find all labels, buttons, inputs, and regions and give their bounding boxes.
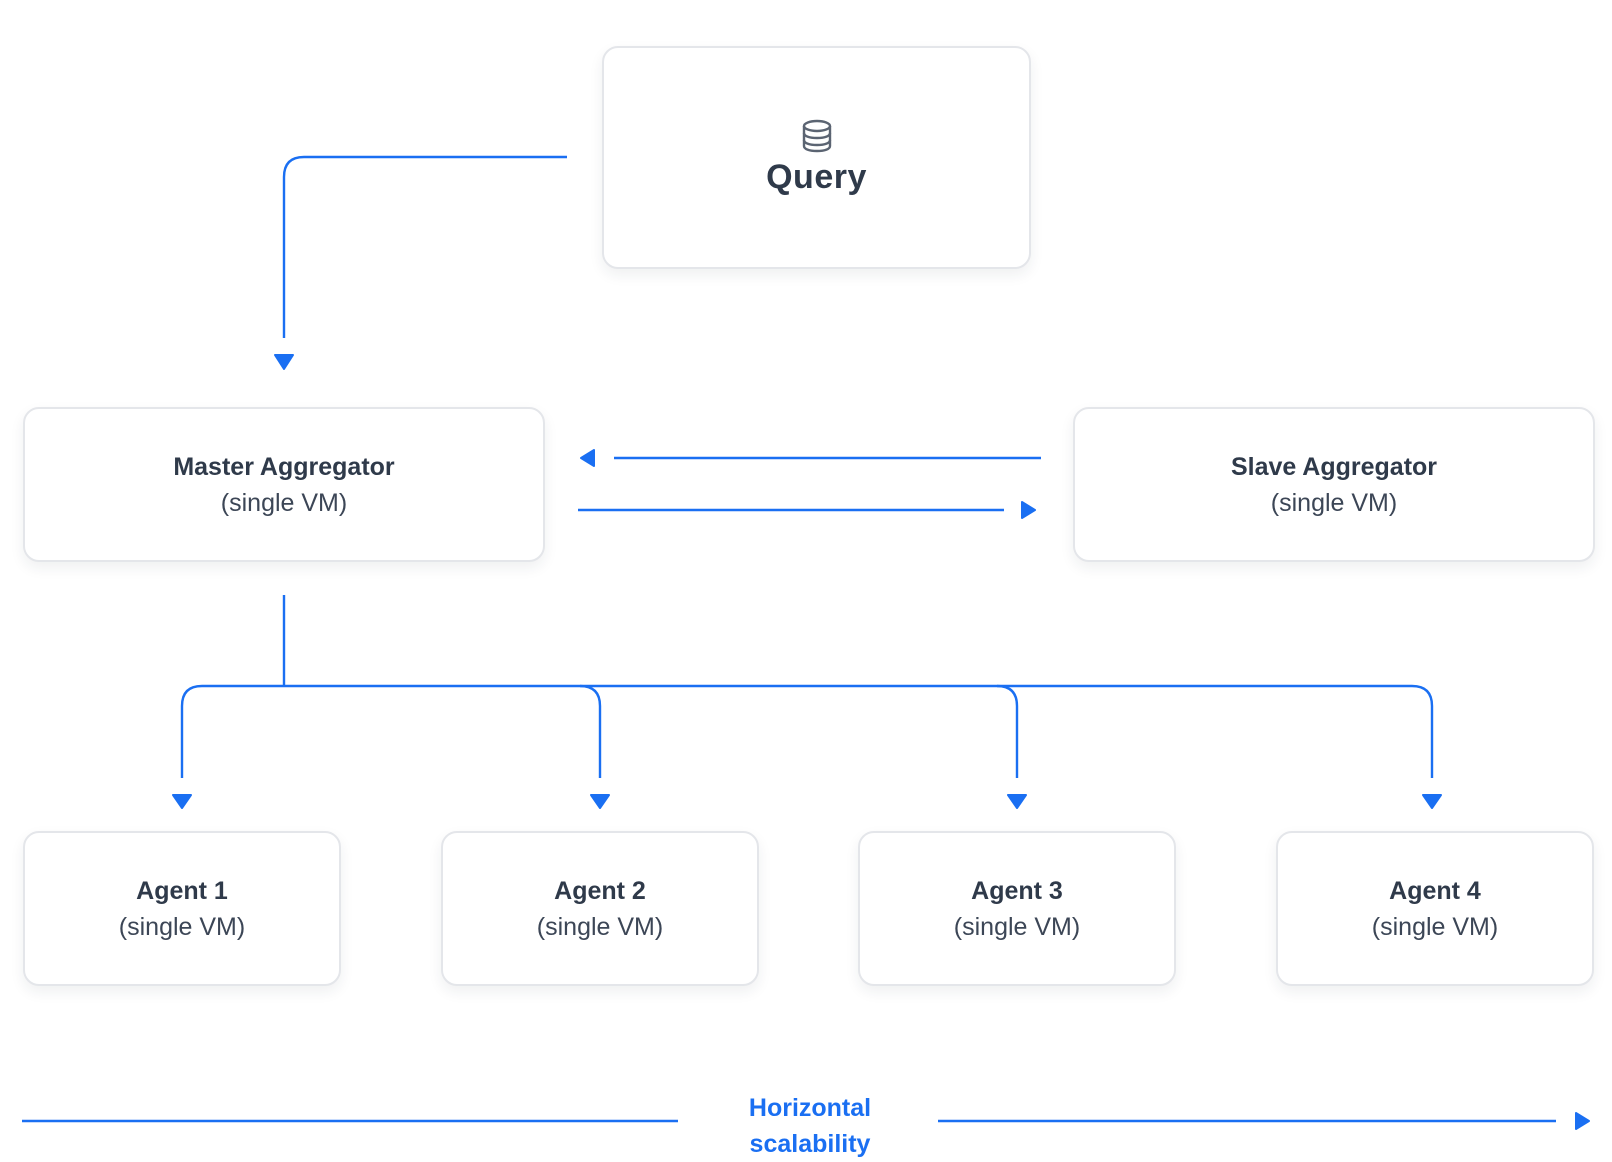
query-node: Query	[602, 46, 1031, 269]
query-to-master-line	[282, 155, 567, 338]
slave-aggregator-node: Slave Aggregator (single VM)	[1073, 407, 1595, 562]
agent-node-1: Agent 1 (single VM)	[23, 831, 341, 986]
arrowhead-down-master	[274, 354, 294, 370]
master-aggregator-subtitle: (single VM)	[220, 488, 348, 517]
arrowhead-down-agent-4	[1422, 794, 1442, 809]
agent-2-branch-line	[579, 684, 602, 778]
agent-1-title: Agent 1	[136, 876, 228, 905]
arrowhead-left-master	[580, 449, 595, 467]
master-aggregator-title: Master Aggregator	[173, 452, 395, 481]
query-title: Query	[766, 158, 867, 196]
agent-2-title: Agent 2	[554, 876, 646, 905]
slave-aggregator-subtitle: (single VM)	[1270, 488, 1398, 517]
agent-node-2: Agent 2 (single VM)	[441, 831, 759, 986]
agent-3-branch-line	[996, 684, 1019, 778]
agent-4-title: Agent 4	[1389, 876, 1481, 905]
scalability-line-2: scalability	[749, 1130, 871, 1158]
horizontal-scalability-label: Horizontal scalability	[680, 1090, 940, 1162]
arrowhead-down-agent-2	[590, 794, 610, 809]
agent-2-subtitle: (single VM)	[536, 912, 664, 941]
agent-node-3: Agent 3 (single VM)	[858, 831, 1176, 986]
agent-1-subtitle: (single VM)	[118, 912, 246, 941]
master-aggregator-node: Master Aggregator (single VM)	[23, 407, 545, 562]
slave-aggregator-title: Slave Aggregator	[1230, 452, 1438, 481]
scalability-line-1: Horizontal	[748, 1094, 872, 1122]
arrowhead-right-slave	[1021, 501, 1036, 519]
agent-4-subtitle: (single VM)	[1371, 912, 1499, 941]
database-icon	[802, 119, 831, 153]
arrowhead-down-agent-3	[1007, 794, 1027, 809]
arrowhead-right-scalability	[1575, 1112, 1590, 1130]
agent-3-title: Agent 3	[971, 876, 1063, 905]
arrowhead-down-agent-1	[172, 794, 192, 809]
agent-node-4: Agent 4 (single VM)	[1276, 831, 1594, 986]
agents-bus-line	[180, 684, 1434, 778]
agent-3-subtitle: (single VM)	[953, 912, 1081, 941]
